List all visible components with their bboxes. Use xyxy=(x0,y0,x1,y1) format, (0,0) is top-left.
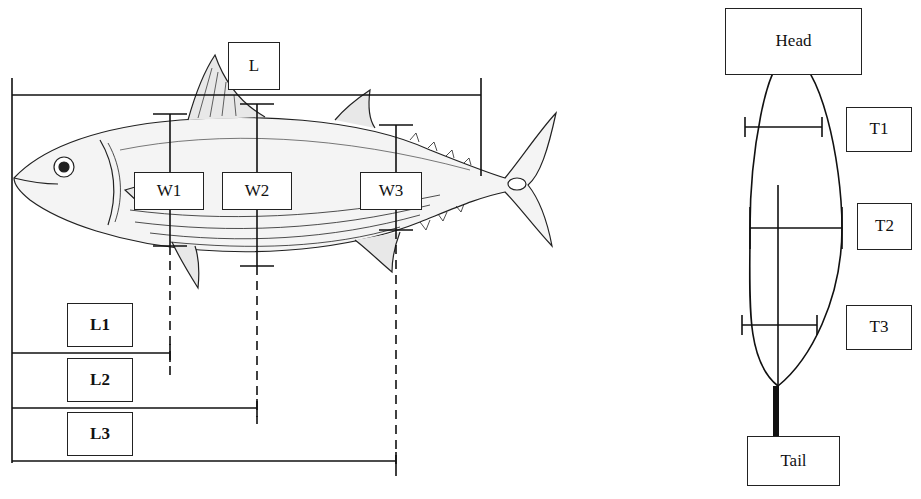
label-box: W1 xyxy=(134,172,204,210)
label-box: T2 xyxy=(857,203,912,250)
dimension-label: L1 xyxy=(90,316,110,335)
dimension-label: T2 xyxy=(875,217,894,236)
dimension-label: T3 xyxy=(870,318,889,337)
dimension-label: Tail xyxy=(780,452,806,471)
label-box: Tail xyxy=(747,436,840,486)
dimension-label: W1 xyxy=(157,182,182,201)
label-box: W2 xyxy=(222,172,292,210)
label-box: T3 xyxy=(846,305,912,350)
dimension-label: Head xyxy=(776,32,812,51)
label-box: L3 xyxy=(67,412,133,456)
dimension-label: L2 xyxy=(90,371,110,390)
label-box: L xyxy=(228,42,280,90)
label-box: W3 xyxy=(360,172,422,210)
label-box: T1 xyxy=(846,107,912,152)
label-box: L2 xyxy=(67,358,133,402)
label-box: L1 xyxy=(67,303,133,347)
label-box: Head xyxy=(725,8,862,75)
dimension-label: L xyxy=(249,57,259,76)
dimension-label: T1 xyxy=(870,120,889,139)
dimension-label: W2 xyxy=(245,182,270,201)
dimension-label: W3 xyxy=(379,182,404,201)
dimension-label: L3 xyxy=(90,425,110,444)
